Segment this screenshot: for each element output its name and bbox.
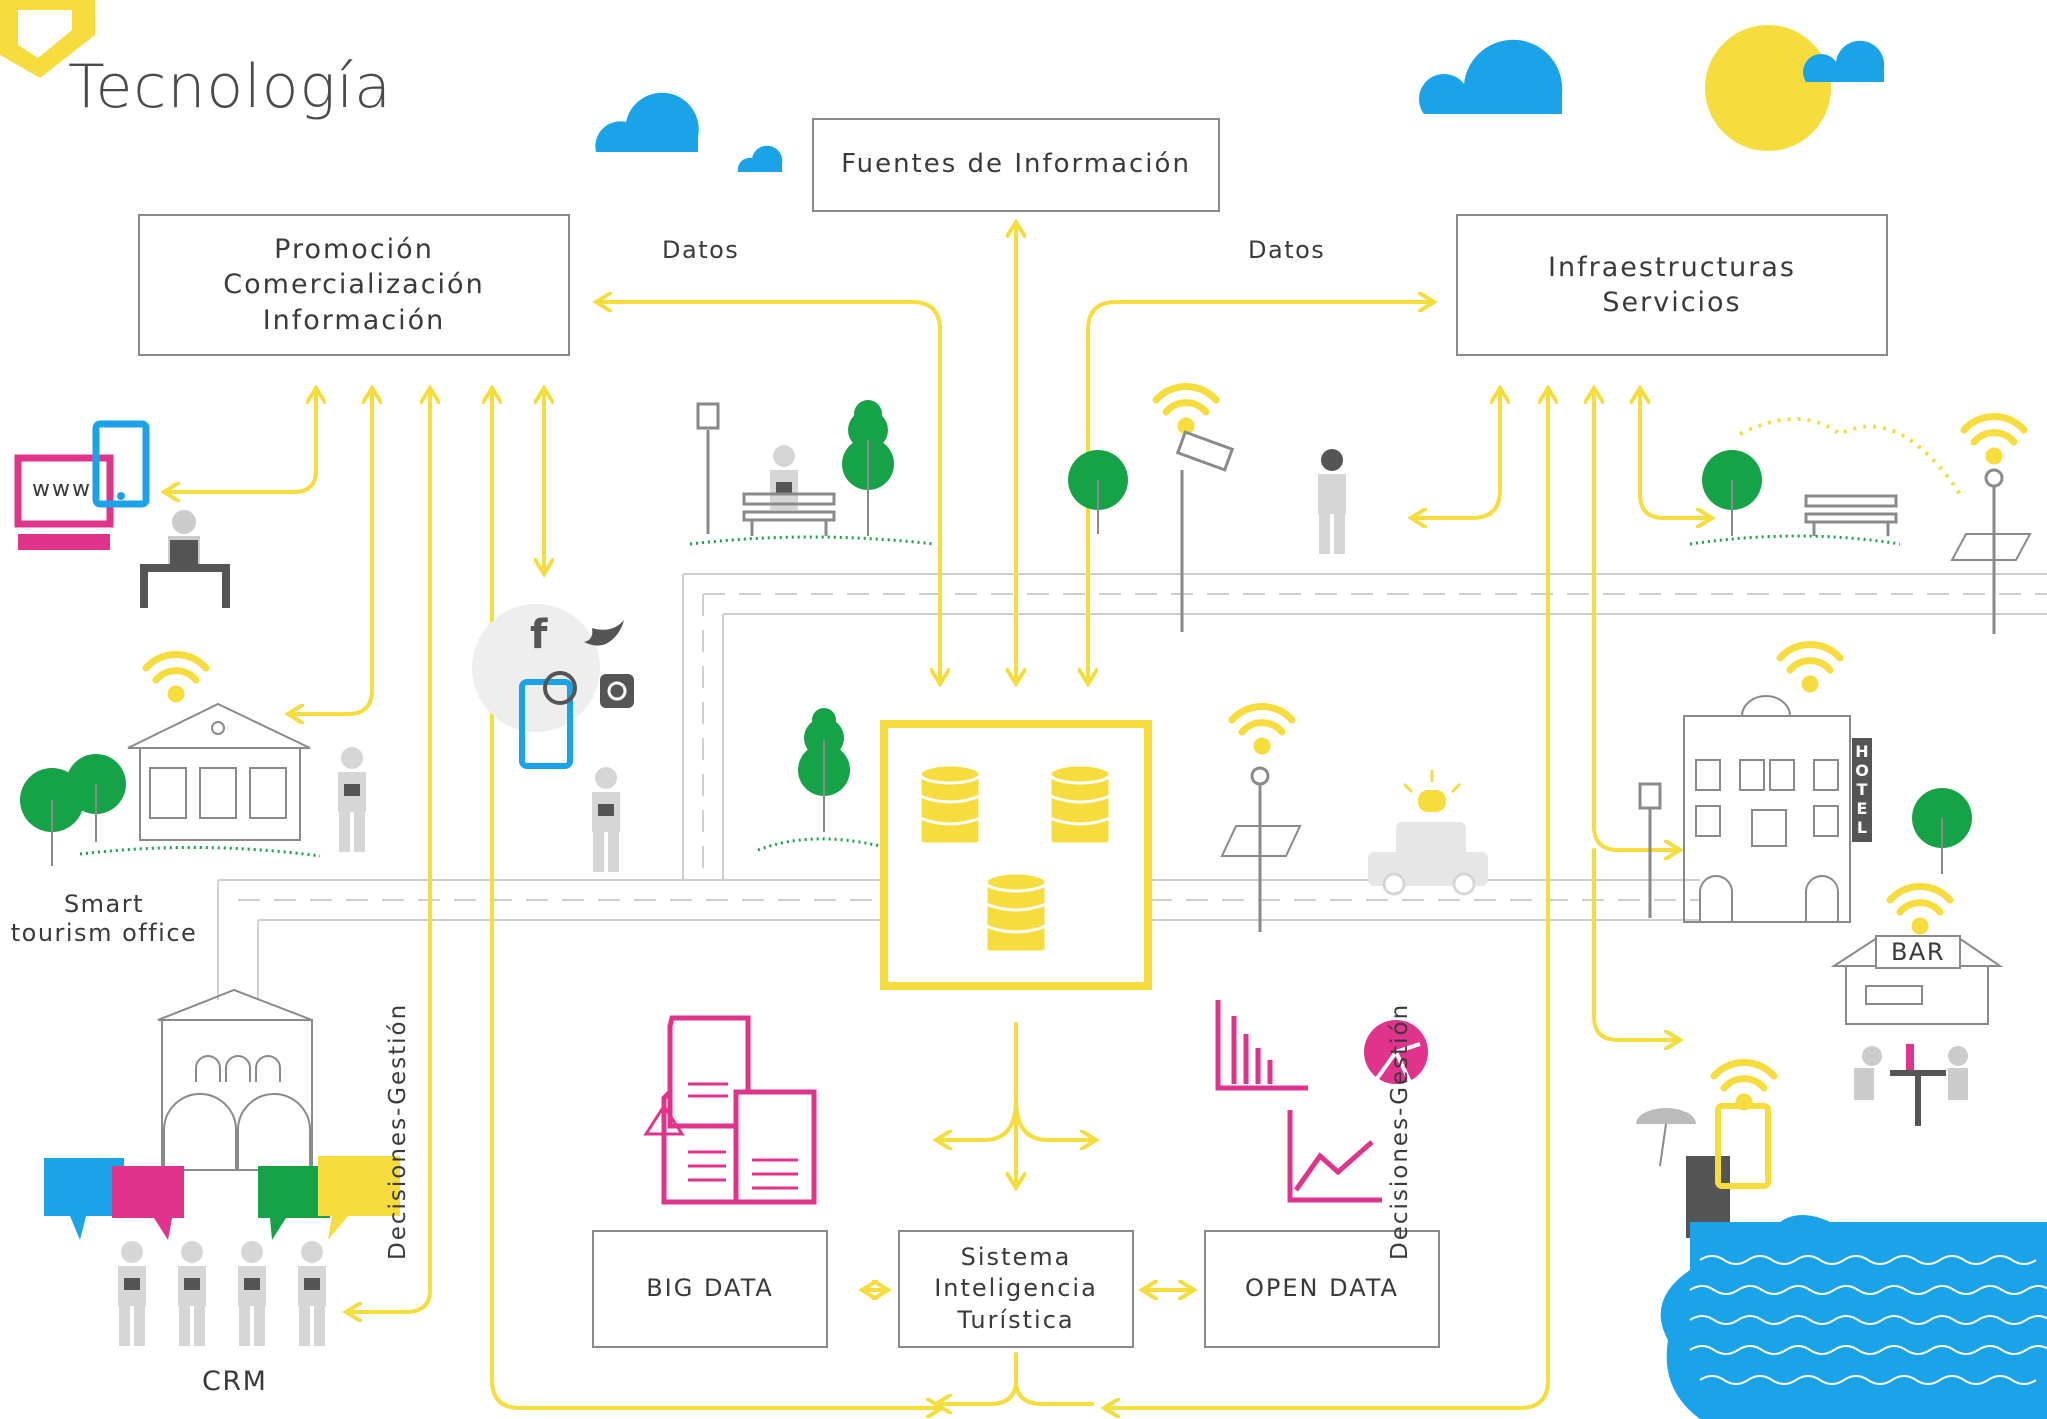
hotel-building-icon (1683, 695, 1851, 923)
decisiones-gestion-right-label: Decisiones-Gestión (1387, 1002, 1413, 1260)
bar-chart-icon (1215, 1000, 1308, 1091)
connector (168, 226, 1708, 1408)
infraestructuras-box: Infraestructuras Servicios (1456, 214, 1888, 356)
pie-chart-icon (1364, 1020, 1428, 1084)
open-data-box: OPEN DATA (1204, 1230, 1440, 1348)
cafe-table-icon (1854, 1044, 1968, 1126)
bar-label: BAR (1890, 938, 1946, 966)
line-chart-icon (1287, 1110, 1382, 1203)
sea-icon (1660, 1215, 2047, 1419)
bench-icon (742, 492, 1898, 536)
www-label: www (32, 477, 92, 502)
instagram-icon (600, 674, 634, 708)
page-title: Tecnología (68, 52, 392, 122)
cloud-icon (595, 39, 1885, 172)
security-camera-icon (1175, 430, 1235, 632)
open-data-label: OPEN DATA (1245, 1274, 1399, 1303)
fuentes-de-informacion-box: Fuentes de Información (812, 118, 1220, 212)
beach-umbrella-icon (1636, 1103, 1771, 1238)
connection-arc (1739, 417, 1962, 496)
sistema-inteligencia-turistica-label: Sistema Inteligencia Turística (934, 1243, 1098, 1334)
big-data-box: BIG DATA (592, 1230, 828, 1348)
social-media-cluster: f (472, 604, 634, 769)
hotel-sign (1852, 738, 1872, 842)
crm-label: CRM (202, 1366, 268, 1397)
datos-left-label: Datos (662, 236, 740, 264)
computer-icon (14, 420, 150, 550)
solar-panel-icon (1220, 533, 2032, 857)
big-data-label: BIG DATA (646, 1274, 774, 1303)
smart-tourism-office-label: Smart tourism office (10, 890, 198, 947)
facebook-icon: f (530, 612, 548, 658)
decisiones-gestion-left-label: Decisiones-Gestión (385, 1002, 411, 1260)
person-at-desk-icon (140, 510, 230, 608)
speech-bubble-icon (44, 1156, 400, 1240)
database-hub (880, 720, 1152, 990)
infraestructuras-label: Infraestructuras Servicios (1548, 251, 1796, 318)
tree-icon (20, 400, 1972, 874)
grass (79, 534, 1901, 858)
database-icon (984, 871, 1048, 954)
fuentes-de-informacion-label: Fuentes de Información (841, 149, 1191, 180)
bar-kiosk-icon (1830, 935, 2004, 1025)
pinterest-icon (543, 671, 577, 705)
tourism-office-icon (127, 702, 311, 841)
datos-right-label: Datos (1248, 236, 1326, 264)
sistema-inteligencia-turistica-box: Sistema Inteligencia Turística (898, 1230, 1134, 1348)
hotel-label: HOTEL (1855, 742, 1869, 837)
promocion-box: Promoción Comercialización Información (138, 214, 570, 356)
twitter-icon (584, 620, 624, 646)
sun-icon (1705, 25, 1831, 151)
logo-icon (0, 0, 95, 78)
promocion-label: Promoción Comercialización Información (223, 234, 485, 336)
crm-building-icon (157, 988, 313, 1171)
police-car-icon (1368, 770, 1488, 896)
database-icon (918, 763, 982, 846)
document-icon (643, 1015, 817, 1205)
wifi-icon (142, 383, 2028, 1111)
database-icon (1048, 763, 1112, 846)
